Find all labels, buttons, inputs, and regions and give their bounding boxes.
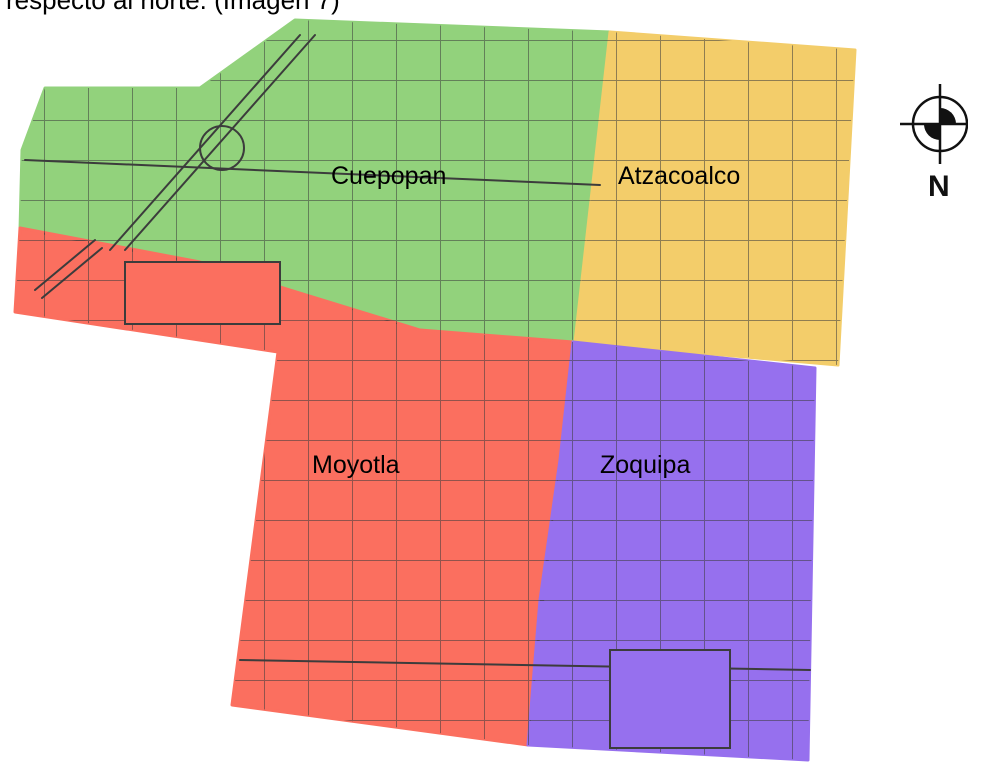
diagonal-avenue-2 — [124, 34, 316, 251]
label-atzacoalco: Atzacoalco — [618, 162, 741, 190]
plaza-block — [124, 261, 281, 325]
roundabout — [199, 125, 245, 171]
diagonal-avenue — [109, 34, 301, 251]
label-zoquipa: Zoquipa — [600, 451, 691, 479]
label-cuepopan: Cuepopan — [331, 162, 447, 190]
diagonal-tracks-2 — [41, 247, 103, 299]
caption-text: respecto al norte. (Imagen 7) — [6, 0, 340, 15]
plaza-block-south — [609, 649, 731, 749]
diagonal-tracks — [34, 239, 96, 291]
east-west-avenue — [24, 159, 601, 186]
north-compass: N — [888, 72, 980, 212]
compass-north-letter: N — [928, 170, 950, 203]
label-moyotla: Moyotla — [312, 451, 400, 479]
compass-rose-icon — [900, 84, 980, 164]
